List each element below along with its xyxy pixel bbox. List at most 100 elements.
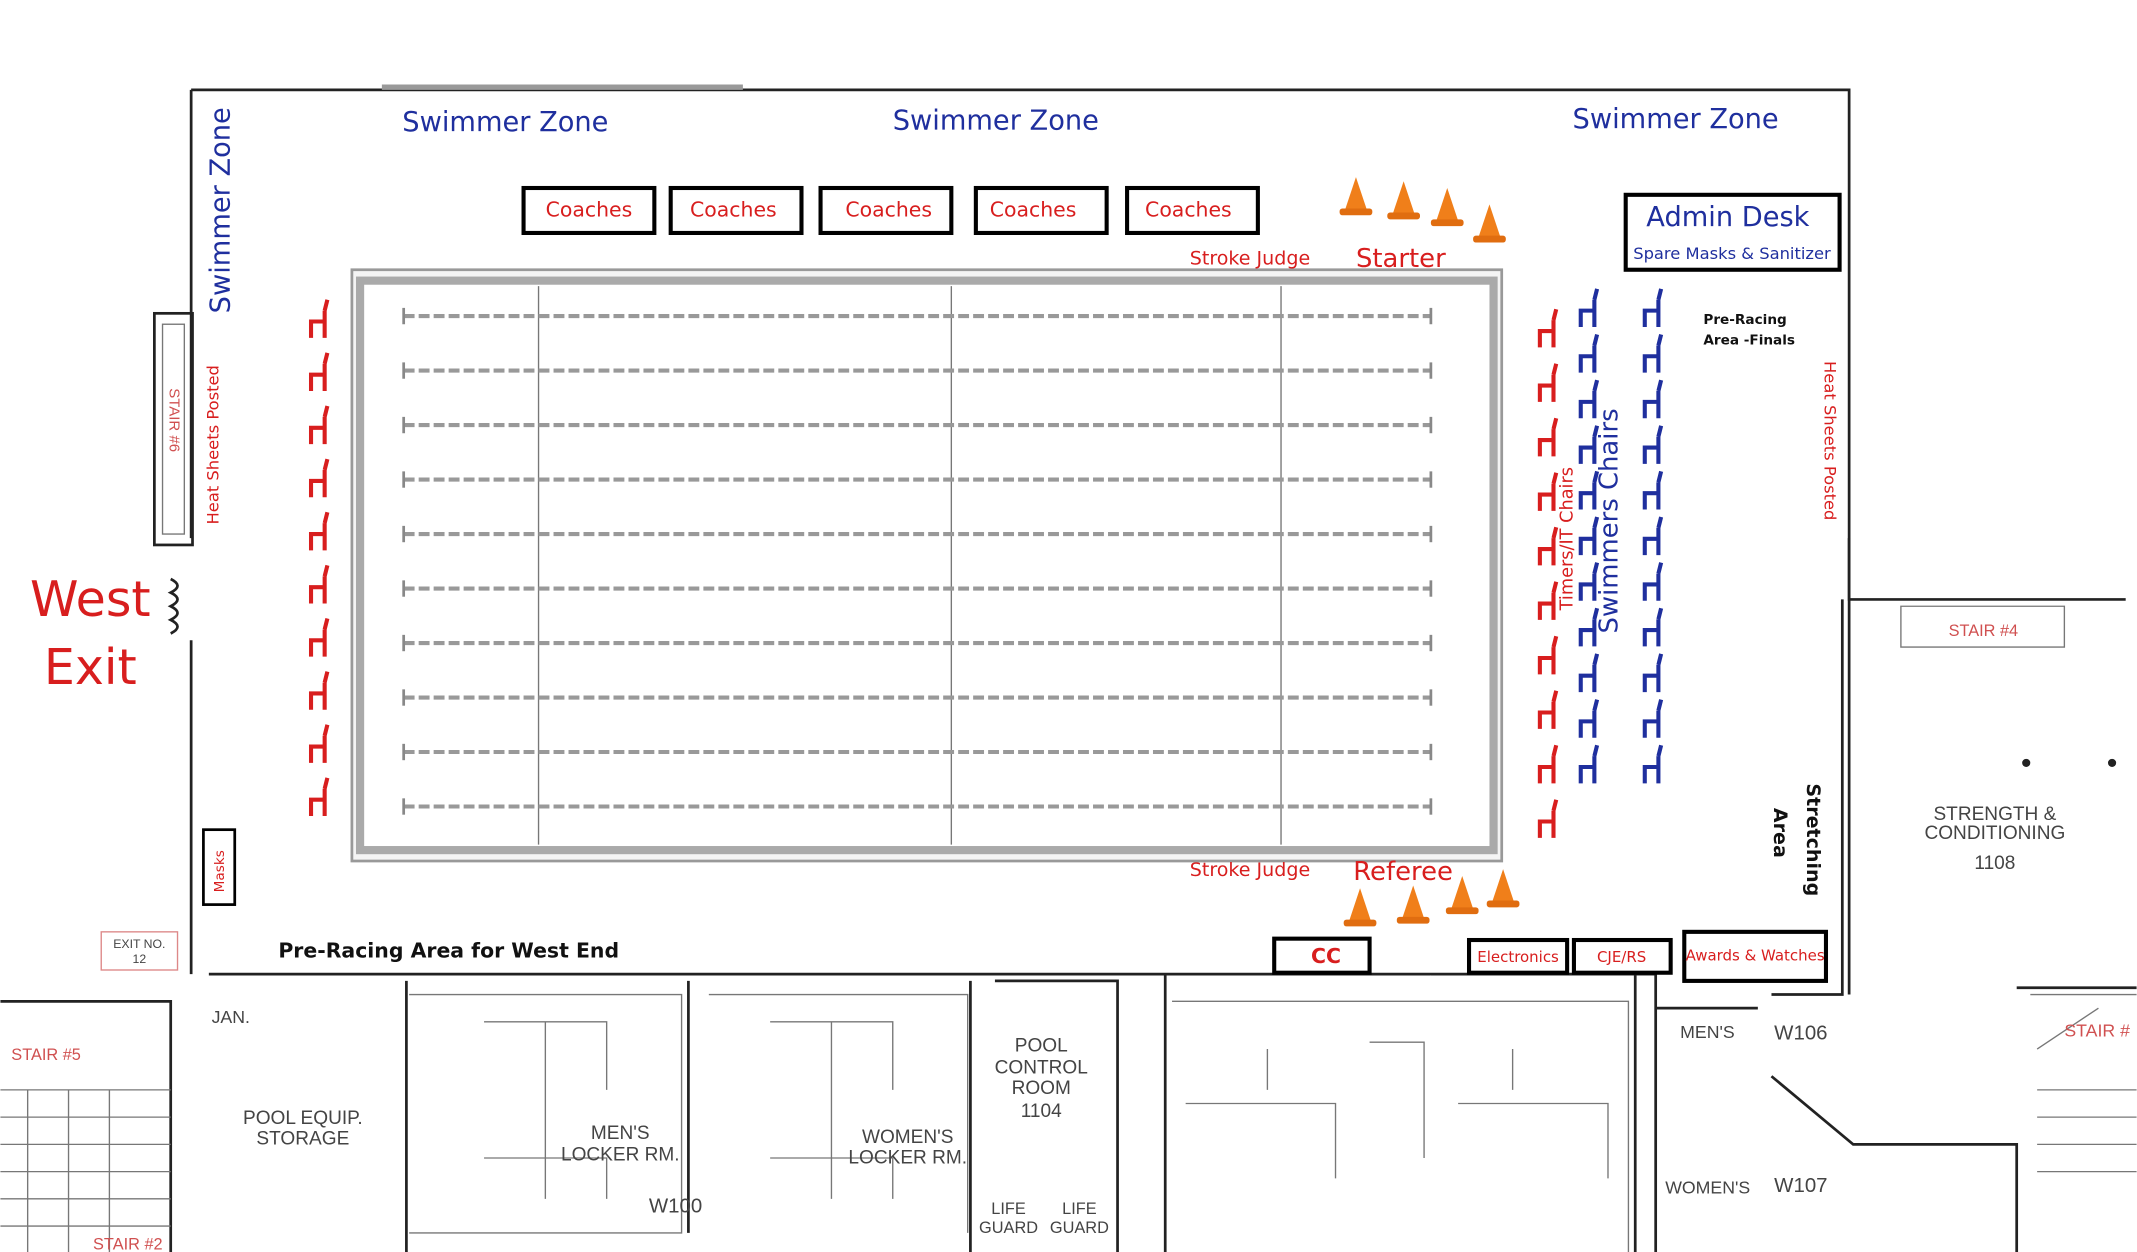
strength-label: 1108 bbox=[1974, 853, 2015, 874]
stair6-label: STAIR #6 bbox=[165, 388, 182, 452]
chair-icon bbox=[1537, 363, 1559, 402]
lifeguard-label: LIFE bbox=[1062, 1200, 1097, 1218]
chair-icon bbox=[1642, 333, 1664, 373]
stair2-label: STAIR #2 bbox=[93, 1235, 163, 1252]
chair-icon bbox=[308, 352, 330, 391]
electronics-label: Electronics bbox=[1477, 948, 1559, 966]
chair-icon bbox=[1578, 288, 1600, 327]
admin-desk-title: Admin Desk bbox=[1646, 202, 1809, 233]
chair-icon bbox=[1578, 562, 1600, 601]
pool-control-label: CONTROL bbox=[995, 1058, 1088, 1079]
lifeguard-label: GUARD bbox=[1050, 1219, 1109, 1237]
chair-icon bbox=[1578, 379, 1600, 419]
chair-icon bbox=[1537, 799, 1559, 838]
chair-icon bbox=[308, 405, 330, 445]
cone-icon bbox=[1345, 177, 1367, 210]
chair-icon bbox=[1642, 516, 1664, 556]
coaches-label: Coaches bbox=[690, 198, 777, 222]
swimmers-chairs-label: Swimmers Chairs bbox=[1595, 408, 1625, 633]
chair-icon bbox=[1537, 526, 1559, 566]
chair-icon bbox=[1537, 690, 1559, 729]
chair-icon bbox=[308, 777, 330, 817]
stroke-judge-bottom-label: Stroke Judge bbox=[1190, 859, 1310, 881]
cc-label: CC bbox=[1311, 944, 1341, 968]
chair-icon bbox=[308, 458, 330, 498]
heat-sheets-left: Heat Sheets Posted bbox=[203, 365, 222, 524]
referee-label: Referee bbox=[1353, 857, 1453, 887]
stair5-label: STAIR #5 bbox=[11, 1046, 81, 1064]
chair-icon bbox=[1537, 635, 1559, 675]
chair-icon bbox=[1578, 699, 1600, 738]
cc-box bbox=[1272, 936, 1372, 975]
starter-label: Starter bbox=[1356, 244, 1446, 274]
chair-icon bbox=[1578, 333, 1600, 373]
chair-icon bbox=[1642, 288, 1664, 327]
cone-base bbox=[1486, 900, 1520, 908]
coaches-label: Coaches bbox=[546, 198, 633, 222]
chair-icon bbox=[1642, 379, 1664, 419]
cone-base bbox=[1396, 916, 1430, 924]
stretching-area-label: Stretching bbox=[1802, 783, 1824, 896]
coaches-label: Coaches bbox=[990, 198, 1077, 222]
heat-sheets-right: Heat Sheets Posted bbox=[1821, 361, 1840, 520]
stair-label: STAIR # bbox=[2064, 1021, 2130, 1041]
coaches-label: Coaches bbox=[845, 198, 932, 222]
chair-icon bbox=[1537, 308, 1559, 348]
chair-icon bbox=[1537, 417, 1559, 457]
pool-control-label: ROOM bbox=[1012, 1078, 1071, 1099]
cone-base bbox=[1473, 235, 1506, 243]
chair-icon bbox=[1578, 425, 1600, 464]
electronics-box bbox=[1466, 937, 1570, 975]
chair-icon bbox=[1642, 744, 1664, 784]
pre-racing-finals-label: Pre-Racing bbox=[1703, 312, 1786, 328]
lifeguard-label: LIFE bbox=[991, 1200, 1026, 1218]
cje-rs-label: CJE/RS bbox=[1597, 948, 1646, 966]
womens-locker-label: LOCKER RM. bbox=[848, 1147, 967, 1168]
cone-base bbox=[1430, 219, 1464, 227]
west-exit-label: West bbox=[30, 570, 151, 628]
masks-box bbox=[202, 828, 237, 906]
chair-icon bbox=[1578, 516, 1600, 556]
chair-icon bbox=[1578, 607, 1600, 647]
swimmer-zone-label: Swimmer Zone bbox=[1573, 104, 1779, 135]
cone-base bbox=[1387, 212, 1420, 220]
cone-icon bbox=[1349, 888, 1371, 921]
stroke-judge-top-label: Stroke Judge bbox=[1190, 247, 1310, 269]
strength-label: STRENGTH & bbox=[1933, 804, 2056, 825]
cone-icon bbox=[1392, 181, 1415, 214]
chair-icon bbox=[1642, 425, 1664, 464]
jan-label: JAN. bbox=[212, 1007, 250, 1027]
pool-control-label: POOL bbox=[1015, 1036, 1068, 1057]
pool-control-label: 1104 bbox=[1021, 1101, 1062, 1122]
exit-no-label: 12 bbox=[133, 952, 147, 966]
chair-icon bbox=[1537, 581, 1559, 620]
chair-icon bbox=[1578, 653, 1600, 693]
chair-icon bbox=[1642, 653, 1664, 693]
w106-label: W106 bbox=[1774, 1022, 1827, 1044]
chair-icon bbox=[308, 299, 330, 338]
cone-icon bbox=[1451, 875, 1474, 909]
stair4-label: STAIR #4 bbox=[1949, 622, 2019, 640]
lifeguard-label: GUARD bbox=[979, 1219, 1038, 1237]
womens-locker-label: WOMEN'S bbox=[862, 1127, 954, 1148]
swimmer-zone-label: Swimmer Zone bbox=[205, 107, 236, 313]
cone-icon bbox=[1436, 188, 1459, 221]
cone-base bbox=[1445, 907, 1479, 915]
pool bbox=[350, 268, 1504, 863]
room-labels: EXIT NO. 12 STAIR #5 STAIR #2 STAIR #6 S… bbox=[11, 388, 2130, 1252]
strength-label: CONDITIONING bbox=[1924, 823, 2065, 844]
chair-icon bbox=[1642, 699, 1664, 738]
admin-desk bbox=[1623, 192, 1842, 272]
chair-icon bbox=[308, 564, 330, 604]
w100-label: W100 bbox=[649, 1195, 702, 1217]
cone-icon bbox=[1402, 885, 1425, 919]
chair-icon bbox=[308, 511, 330, 551]
admin-desk-subtitle: Spare Masks & Sanitizer bbox=[1633, 244, 1831, 263]
masks-label: Masks bbox=[212, 850, 228, 892]
exit-no-label: EXIT NO. bbox=[113, 937, 165, 951]
pre-racing-west-label: Pre-Racing Area for West End bbox=[278, 939, 619, 963]
west-exit-label: Exit bbox=[44, 638, 137, 696]
swimmer-zone-label: Swimmer Zone bbox=[402, 107, 608, 138]
chair-icon bbox=[1537, 744, 1559, 784]
